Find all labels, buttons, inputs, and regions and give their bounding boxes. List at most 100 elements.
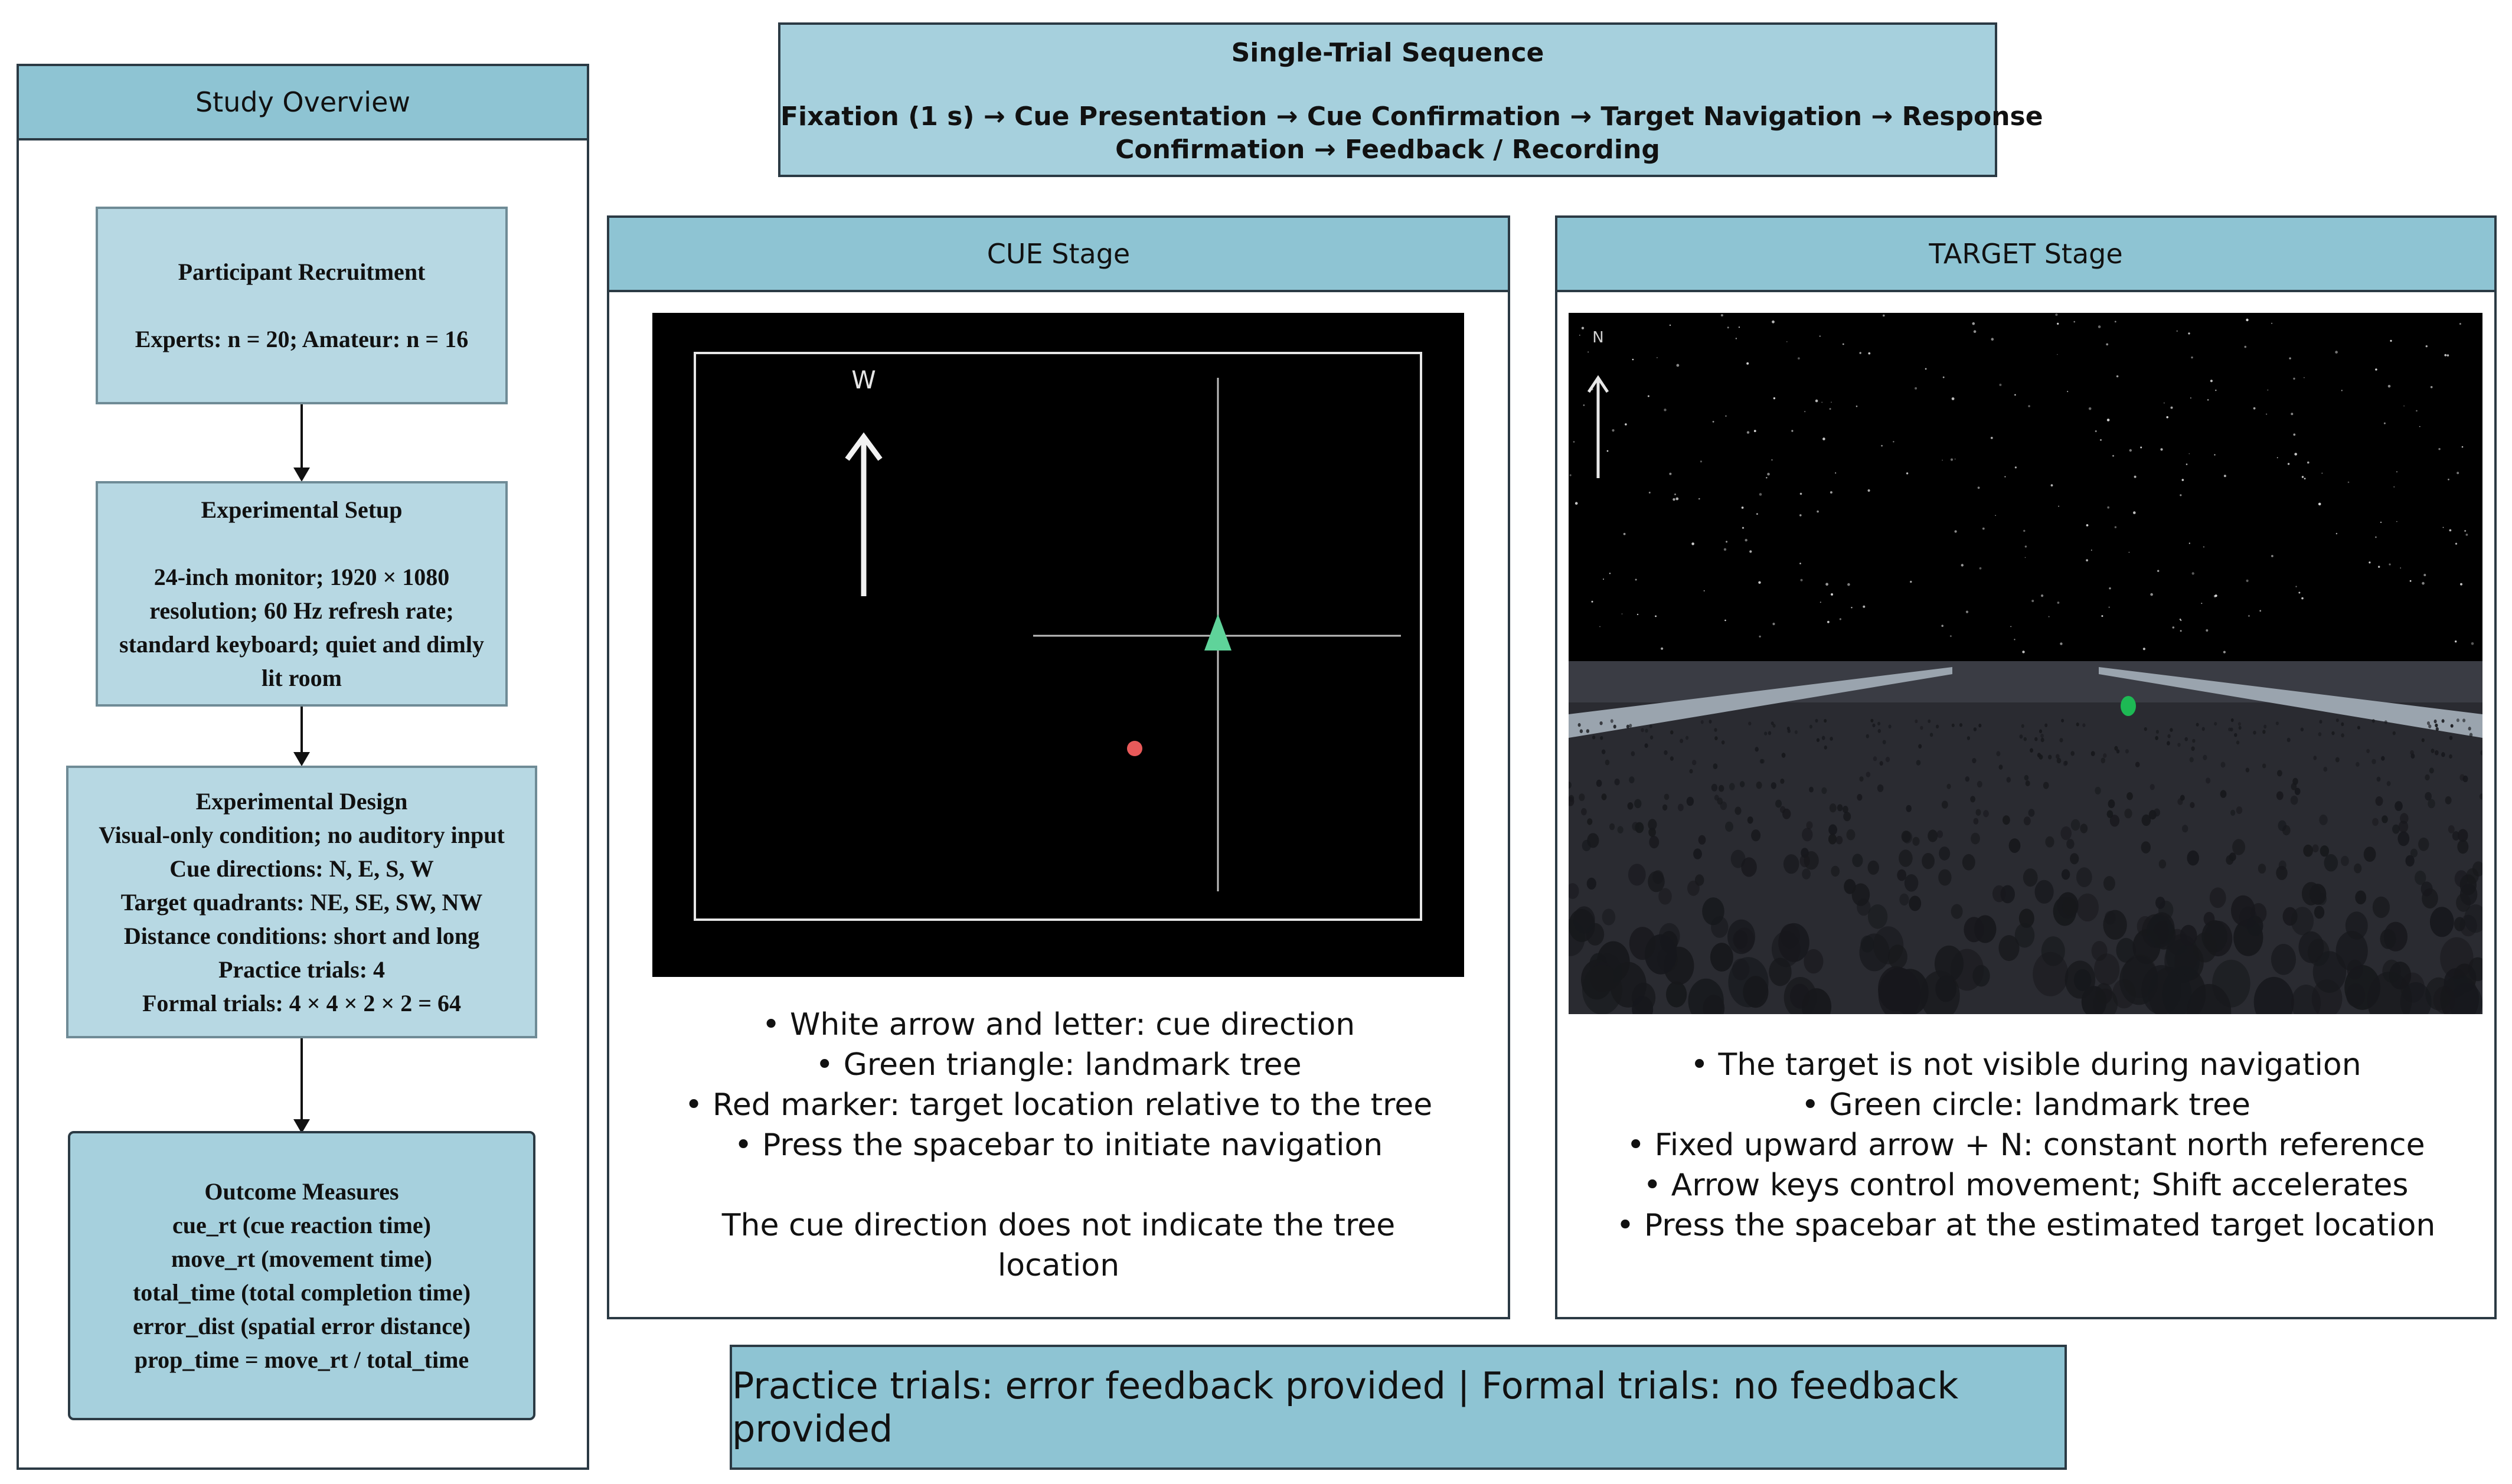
rock <box>1649 836 1660 849</box>
star <box>1915 387 1918 390</box>
star <box>1954 530 1957 533</box>
feedback-footer: Practice trials: error feedback provided… <box>730 1345 2067 1470</box>
rock <box>2291 985 2321 1014</box>
star <box>1925 368 1927 370</box>
outcome-measures-box: Outcome Measures cue_rt (cue reaction ti… <box>68 1131 535 1420</box>
rock <box>2435 723 2438 728</box>
cue-direction-letter: W <box>851 365 876 394</box>
rock <box>2023 868 2038 887</box>
rock <box>1596 779 1602 787</box>
flow-arrow-line <box>300 1038 303 1121</box>
star <box>2114 321 2116 323</box>
rock <box>1922 853 1935 870</box>
rock <box>2363 846 2376 862</box>
rock <box>2006 777 2011 783</box>
rock <box>2236 740 2240 745</box>
box-line: resolution; 60 Hz refresh rate; <box>149 597 454 624</box>
box-line: prop_time = move_rt / total_time <box>134 1346 469 1373</box>
rock <box>1821 736 1825 740</box>
star <box>1674 493 1676 495</box>
star <box>2022 651 2025 653</box>
rock <box>2258 864 2266 874</box>
star <box>1625 423 1627 426</box>
rock <box>2109 815 2120 827</box>
rock <box>2190 802 2195 808</box>
rock <box>2064 760 2068 766</box>
star <box>2023 529 2026 532</box>
star <box>1954 458 1956 460</box>
star <box>1742 527 1745 529</box>
star <box>2459 323 2461 325</box>
star <box>2291 413 2294 416</box>
rock <box>1843 812 1851 822</box>
star <box>2438 448 2441 450</box>
star <box>2108 606 2110 608</box>
star <box>2416 410 2418 412</box>
star <box>1746 431 1750 434</box>
rock <box>2277 770 2282 777</box>
rock <box>1689 769 1693 774</box>
rock <box>2456 893 2471 912</box>
rock <box>1760 759 1765 764</box>
rock <box>1794 730 1798 734</box>
rock <box>2356 761 2360 767</box>
rock <box>1936 830 1943 838</box>
rock <box>1700 720 1704 724</box>
star <box>1772 320 1775 323</box>
rock <box>2201 727 2205 731</box>
box-line: Cue directions: N, E, S, W <box>169 855 434 882</box>
star <box>1746 362 1749 365</box>
rock <box>1897 869 1907 881</box>
rock <box>2262 763 2266 769</box>
star <box>2024 545 2027 548</box>
rock <box>2070 751 2075 756</box>
star <box>2114 526 2117 528</box>
rock <box>2459 774 2465 781</box>
rock <box>2253 976 2294 1014</box>
star <box>1603 578 1604 580</box>
rock <box>2167 741 2170 746</box>
star <box>2455 640 2457 643</box>
star <box>2214 594 2217 597</box>
rock <box>1685 736 1689 740</box>
rock <box>2341 855 2349 867</box>
rock <box>1972 758 1977 764</box>
rock <box>2076 867 2092 887</box>
rock <box>1837 804 1843 812</box>
rock <box>1852 854 1863 867</box>
box-line: Experts: n = 20; Amateur: n = 16 <box>135 326 469 352</box>
star <box>2109 587 2111 590</box>
rock <box>1941 800 1948 809</box>
rock <box>1569 883 1579 899</box>
cue-bullet: • Press the spacebar to initiate navigat… <box>734 1127 1383 1163</box>
star <box>2304 478 2306 480</box>
rock <box>1936 724 1939 728</box>
rock <box>1964 917 1984 943</box>
rock <box>2114 746 2118 751</box>
rock <box>1935 975 1957 1002</box>
rock <box>2018 908 2034 928</box>
star <box>2150 593 2153 596</box>
rock <box>2076 723 2079 727</box>
star <box>2246 318 2249 322</box>
star <box>2246 579 2249 582</box>
box-title: Experimental Setup <box>201 496 403 523</box>
star <box>2180 494 2182 496</box>
star <box>2335 532 2338 535</box>
cue-stage-title: CUE Stage <box>986 238 1131 270</box>
rock <box>2386 781 2391 786</box>
rock <box>2382 959 2401 983</box>
star <box>1893 441 1894 443</box>
star <box>2134 475 2137 478</box>
star <box>1698 498 1700 500</box>
rock <box>1806 821 1813 829</box>
rock <box>1569 782 1572 789</box>
rock <box>1626 724 1629 729</box>
star <box>1950 458 1954 461</box>
rock <box>1614 778 1620 786</box>
rock <box>2192 738 2196 743</box>
rock <box>1804 949 1824 974</box>
star <box>1972 322 1975 325</box>
star <box>1868 352 1871 355</box>
rock <box>1666 981 1687 1008</box>
